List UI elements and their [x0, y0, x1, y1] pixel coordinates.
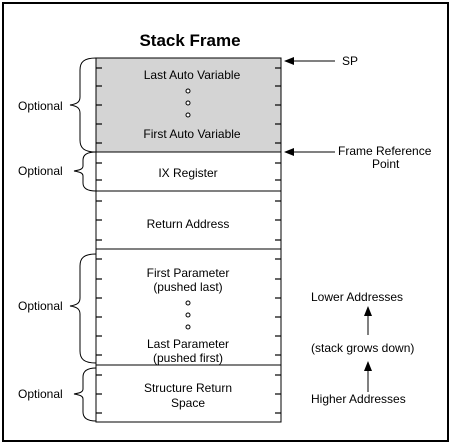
structure-return-label: Structure Return — [144, 381, 232, 395]
optional-label-ix-register: Optional — [18, 164, 63, 178]
frame-reference-label-line2: Point — [372, 157, 400, 171]
frame-reference-label: Frame Reference — [338, 144, 432, 158]
optional-label-struct-return: Optional — [18, 387, 63, 401]
structure-return-label-line2: Space — [171, 396, 205, 410]
lower-addresses-label: Lower Addresses — [311, 290, 403, 304]
brace-ix-register — [73, 151, 97, 192]
first-auto-variable-label: First Auto Variable — [143, 127, 240, 141]
first-parameter-label: First Parameter — [147, 266, 230, 280]
return-address-section — [95, 190, 282, 250]
ellipsis-dot — [185, 300, 191, 306]
ix-register-section — [95, 151, 282, 192]
tick-marks — [96, 67, 281, 414]
sp-label: SP — [342, 54, 358, 68]
last-parameter-note: (pushed first) — [153, 351, 223, 365]
parameters-section — [95, 248, 282, 366]
ellipsis-dot — [185, 88, 191, 94]
ellipsis-dot — [185, 112, 191, 118]
higher-addresses-label: Higher Addresses — [311, 392, 406, 406]
optional-label-parameters: Optional — [18, 299, 63, 313]
brace-struct-return — [73, 367, 97, 422]
ellipsis-dot — [185, 324, 191, 330]
ellipsis-dot — [185, 100, 191, 106]
diagram-title: Stack Frame — [139, 31, 240, 50]
optional-label-auto-vars: Optional — [18, 99, 63, 113]
stack-grows-down-label: (stack grows down) — [311, 341, 414, 355]
return-address-label: Return Address — [147, 217, 230, 231]
brace-auto-variables — [69, 57, 97, 153]
brace-parameters — [69, 253, 97, 364]
ix-register-label: IX Register — [158, 166, 217, 180]
first-parameter-note: (pushed last) — [153, 280, 222, 294]
last-parameter-label: Last Parameter — [147, 337, 229, 351]
last-auto-variable-label: Last Auto Variable — [144, 68, 241, 82]
ellipsis-dot — [185, 312, 191, 318]
struct-return-section — [95, 364, 282, 423]
